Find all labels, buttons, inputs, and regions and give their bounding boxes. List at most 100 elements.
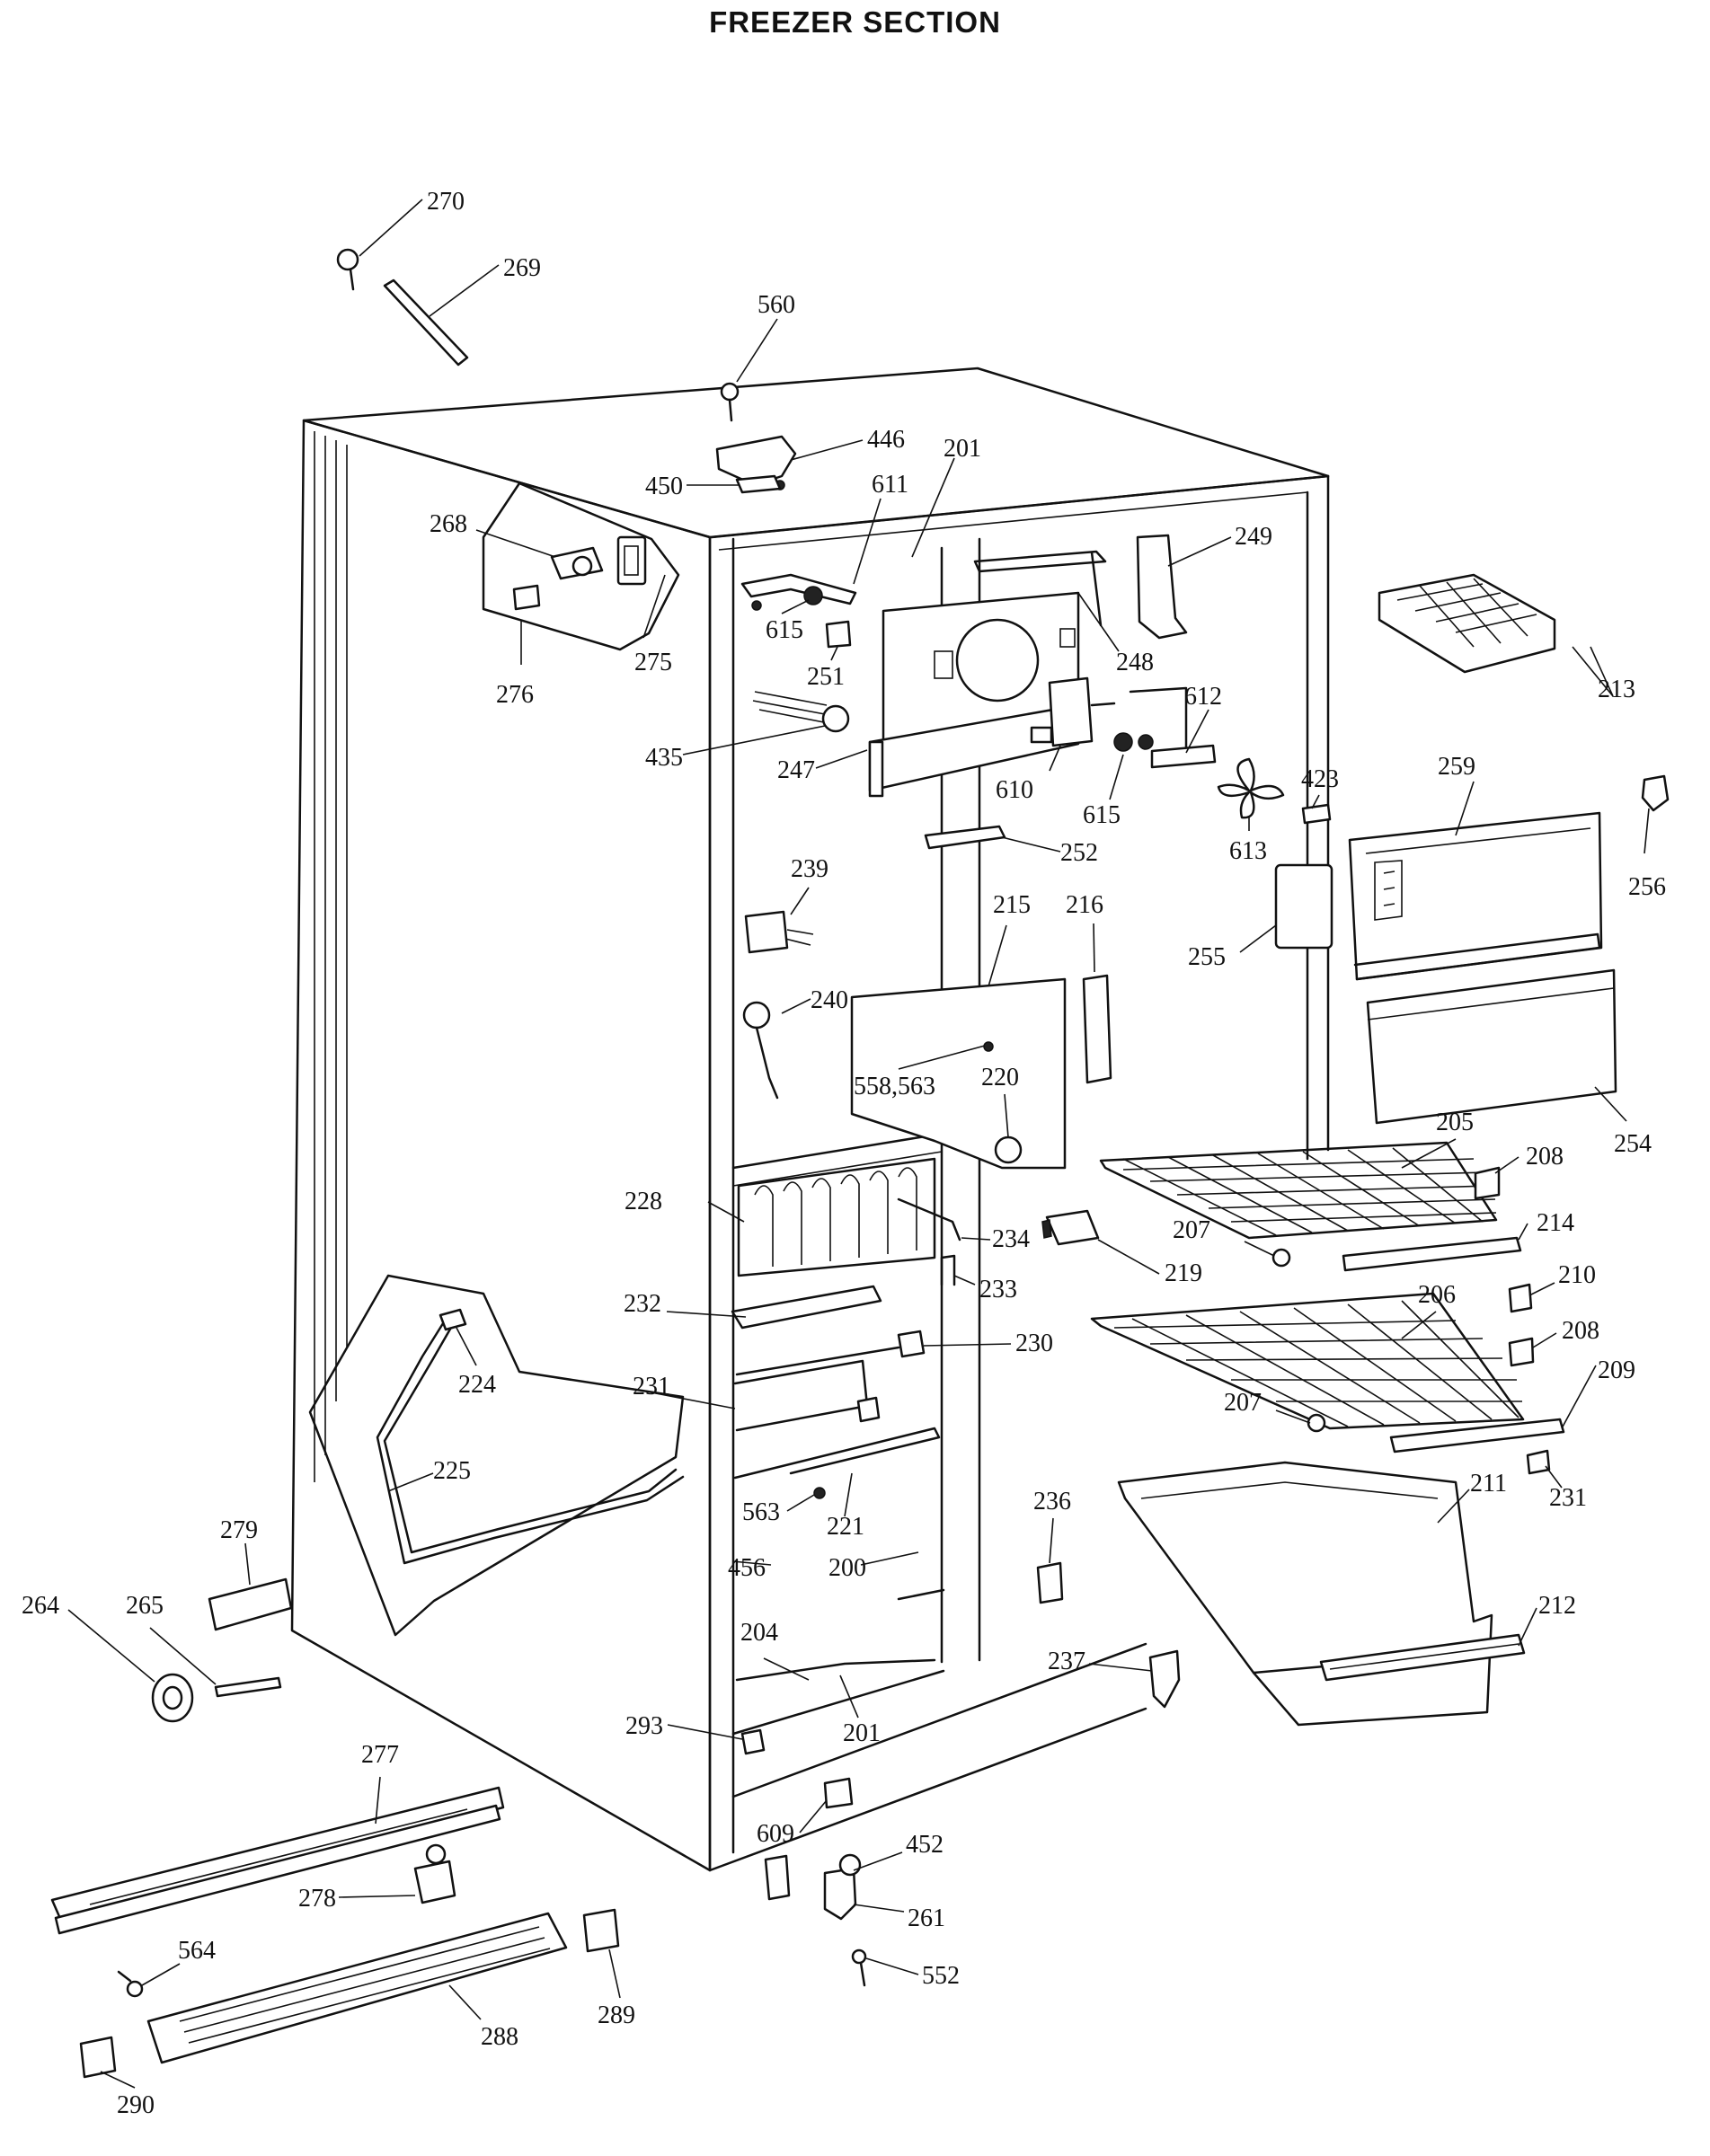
part-423-bulb xyxy=(1301,803,1332,825)
part-452-plate xyxy=(764,1854,791,1901)
part-249-cover xyxy=(973,534,1188,640)
part-265-axle xyxy=(214,1676,282,1698)
part-248-evaporator-cover xyxy=(868,591,1080,798)
part-234-heater-wire xyxy=(897,1197,961,1241)
part-290-end-cap xyxy=(79,2036,117,2079)
part-264-roller xyxy=(151,1673,194,1723)
callout-204: 204 xyxy=(740,1619,778,1647)
part-615-grommet xyxy=(803,586,823,605)
part-224-225-drain-hose-panel xyxy=(308,1274,685,1637)
callout-249: 249 xyxy=(1235,523,1272,551)
callout-231-right: 231 xyxy=(1549,1484,1587,1512)
part-289-clip xyxy=(582,1908,620,1953)
callout-231-left: 231 xyxy=(633,1373,670,1401)
callout-269: 269 xyxy=(503,254,541,282)
callout-209: 209 xyxy=(1598,1356,1635,1384)
callout-234: 234 xyxy=(992,1225,1030,1253)
part-212-bin-trim xyxy=(1319,1633,1526,1682)
callout-230: 230 xyxy=(1015,1330,1053,1357)
part-207b-stop xyxy=(1307,1413,1326,1433)
part-213-ice-tray xyxy=(1378,573,1556,674)
callout-213: 213 xyxy=(1598,676,1635,703)
part-252-bracket xyxy=(924,825,1006,850)
callout-435: 435 xyxy=(645,744,683,772)
callout-224: 224 xyxy=(458,1371,496,1399)
callout-264: 264 xyxy=(22,1592,59,1620)
part-240-thermostat-sensor xyxy=(742,1001,779,1100)
callout-278: 278 xyxy=(298,1885,336,1913)
leader-lines xyxy=(67,199,1650,2089)
part-256-hinge xyxy=(1641,774,1670,812)
part-221-drain-tube xyxy=(733,1427,941,1480)
callout-615-top: 615 xyxy=(766,616,803,644)
part-277-slide-rail xyxy=(50,1786,505,1935)
callout-221: 221 xyxy=(827,1513,864,1541)
callout-247: 247 xyxy=(777,756,815,784)
part-204-201-baseplate xyxy=(735,1658,936,1682)
part-615b-grommet xyxy=(1113,732,1154,752)
callout-215: 215 xyxy=(993,891,1031,919)
callout-275: 275 xyxy=(634,649,672,676)
callout-237: 237 xyxy=(1048,1648,1085,1675)
callout-232: 232 xyxy=(624,1290,661,1318)
part-231-tray xyxy=(733,1359,881,1432)
part-207-stop xyxy=(1271,1248,1291,1268)
callout-446: 446 xyxy=(867,426,905,454)
callout-564: 564 xyxy=(178,1937,216,1965)
callout-200: 200 xyxy=(828,1554,866,1582)
callout-214: 214 xyxy=(1537,1209,1574,1237)
callout-251: 251 xyxy=(807,663,845,691)
callout-208-mid: 208 xyxy=(1562,1317,1599,1345)
callout-220: 220 xyxy=(981,1064,1019,1091)
callout-609: 609 xyxy=(757,1820,794,1848)
callout-268: 268 xyxy=(430,510,467,538)
part-278-roller-bracket xyxy=(413,1843,456,1904)
callout-289: 289 xyxy=(598,2001,635,2029)
part-254-cover xyxy=(1366,968,1617,1125)
callout-labels: 270 269 560 446 450 611 201 268 249 615 … xyxy=(22,188,1666,2119)
part-450-clip xyxy=(735,474,782,494)
callout-208-top: 208 xyxy=(1526,1143,1564,1171)
callout-206: 206 xyxy=(1418,1281,1456,1309)
part-232-drain-trough xyxy=(731,1285,882,1330)
callout-279: 279 xyxy=(220,1516,258,1544)
part-270-wing-nut xyxy=(336,248,359,291)
part-233-clip xyxy=(940,1254,956,1286)
part-293-clip xyxy=(740,1728,766,1755)
callout-225: 225 xyxy=(433,1457,471,1485)
callout-236: 236 xyxy=(1033,1488,1071,1515)
callout-259: 259 xyxy=(1438,753,1475,781)
callout-261: 261 xyxy=(908,1904,945,1932)
part-208-clip xyxy=(1474,1166,1501,1200)
part-215-evaporator-cover xyxy=(850,977,1067,1170)
callout-219: 219 xyxy=(1165,1259,1202,1287)
callout-610: 610 xyxy=(996,776,1033,804)
part-560-screw xyxy=(720,382,740,422)
part-236-hinge xyxy=(1036,1561,1064,1604)
callout-450: 450 xyxy=(645,473,683,500)
callout-207-top: 207 xyxy=(1173,1216,1210,1244)
callout-205: 205 xyxy=(1436,1109,1474,1136)
part-205-wire-shelf xyxy=(1099,1141,1498,1240)
callout-212: 212 xyxy=(1538,1592,1576,1620)
part-609-switch xyxy=(823,1777,854,1809)
callout-270: 270 xyxy=(427,188,465,216)
part-275-control-panel xyxy=(482,482,680,651)
part-239-relay xyxy=(744,910,814,954)
callout-265: 265 xyxy=(126,1592,164,1620)
callout-452: 452 xyxy=(906,1831,944,1859)
callout-613: 613 xyxy=(1229,837,1267,865)
part-208b-clip xyxy=(1508,1337,1535,1367)
part-268-thermostat xyxy=(550,546,604,580)
callout-612: 612 xyxy=(1184,683,1222,711)
callout-211: 211 xyxy=(1470,1470,1507,1498)
part-259-shelf-cover xyxy=(1348,811,1603,981)
callout-254: 254 xyxy=(1614,1130,1652,1158)
part-216-channel xyxy=(1082,974,1112,1084)
callout-256: 256 xyxy=(1628,873,1666,901)
callout-288: 288 xyxy=(481,2023,518,2051)
callout-276: 276 xyxy=(496,681,534,709)
part-564-screw xyxy=(117,1970,144,1998)
part-612-bracket xyxy=(1129,686,1217,769)
